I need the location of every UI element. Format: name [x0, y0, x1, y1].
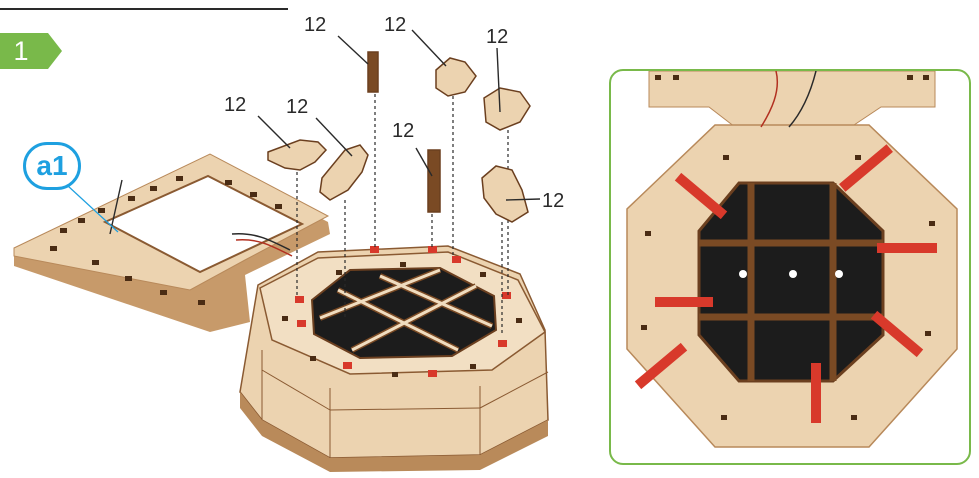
assembly-illustration [0, 0, 609, 478]
callout-label: a1 [26, 145, 78, 187]
part-label: 12 [384, 14, 406, 36]
part-label: 12 [286, 96, 308, 118]
part-label: 12 [224, 94, 246, 116]
part-label: 12 [542, 190, 564, 212]
callout-badge-a1: a1 [23, 142, 81, 190]
top-view-illustration [611, 71, 971, 465]
part-label: 12 [304, 14, 326, 36]
detail-view-panel [609, 69, 971, 465]
part-label: 12 [392, 120, 414, 142]
part-label: 12 [486, 26, 508, 48]
